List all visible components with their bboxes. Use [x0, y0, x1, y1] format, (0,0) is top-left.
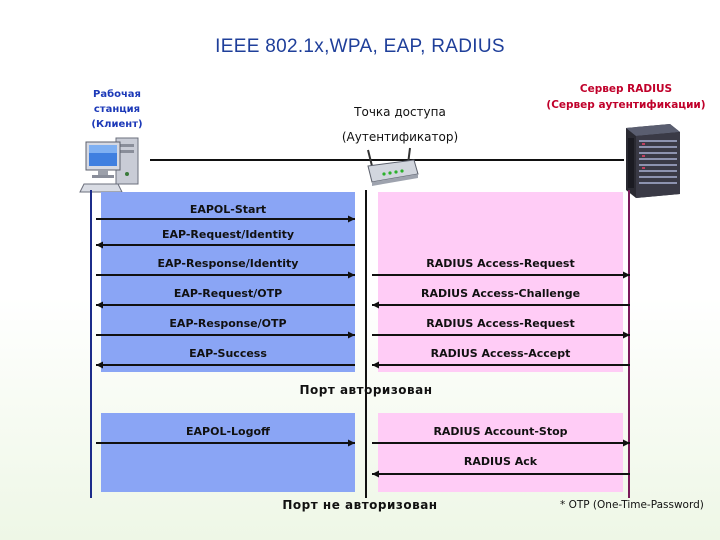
msg-radius-access-request: RADIUS Access-Request — [426, 257, 575, 270]
server-message-arrow — [372, 361, 630, 369]
access-point-label-line: (Аутентификатор) — [341, 130, 459, 144]
rack-server-icon — [626, 124, 680, 198]
client-label-line: (Клиент) — [91, 119, 143, 130]
server-exchange-panel — [378, 192, 623, 372]
page-title: IEEE 802.1x,WPA, EAP, RADIUS — [215, 36, 505, 57]
msg-radius-ack: RADIUS Ack — [463, 455, 538, 468]
client-message-arrow — [96, 241, 355, 249]
client-logoff-panel — [101, 413, 355, 492]
msg-radius-account-stop: RADIUS Account-Stop — [433, 425, 568, 438]
network-link-line — [146, 159, 624, 161]
logoff-server-arrow — [372, 439, 630, 447]
port-authorized-label: Порт авторизован — [299, 383, 433, 397]
msg-eap-success: EAP-Success — [189, 347, 267, 360]
wireless-router-icon — [367, 147, 419, 186]
msg-radius-access-challenge: RADIUS Access-Challenge — [420, 287, 581, 300]
msg-radius-access-accept: RADIUS Access-Accept — [430, 347, 571, 360]
client-message-arrow — [96, 271, 355, 279]
client-label: Рабочая станция (Клиент) — [74, 87, 160, 132]
logoff-client-arrow — [96, 439, 355, 447]
client-message-arrow — [96, 215, 355, 223]
server-label: Сервер RADIUS (Сервер аутентификации) — [536, 81, 716, 113]
msg-eap-request-identity: EAP-Request/Identity — [161, 228, 295, 241]
msg-eap-response-otp: EAP-Response/OTP — [169, 317, 287, 330]
server-label-line: (Сервер аутентификации) — [546, 99, 706, 111]
server-label-line: Сервер RADIUS — [579, 83, 673, 95]
client-lifeline — [90, 190, 92, 498]
logoff-server-arrow — [372, 470, 630, 478]
access-point-label-line: Точка доступа — [354, 105, 446, 119]
server-message-arrow — [372, 301, 630, 309]
access-point-lifeline — [365, 190, 367, 498]
msg-radius-access-request: RADIUS Access-Request — [426, 317, 575, 330]
port-unauthorized-label: Порт не авторизован — [282, 498, 438, 512]
msg-eapol-start: EAPOL-Start — [189, 203, 267, 216]
msg-eapol-logoff: EAPOL-Logoff — [186, 425, 270, 438]
access-point-label: Точка доступа (Аутентификатор) — [322, 100, 478, 150]
client-exchange-panel — [101, 192, 355, 372]
server-logoff-panel — [378, 413, 623, 492]
client-message-arrow — [96, 361, 355, 369]
client-message-arrow — [96, 301, 355, 309]
otp-footnote: * OTP (One-Time-Password) — [560, 499, 704, 511]
client-label-line: Рабочая — [93, 89, 141, 100]
server-message-arrow — [372, 331, 630, 339]
msg-eap-request-otp: EAP-Request/OTP — [173, 287, 283, 300]
client-label-line: станция — [93, 104, 141, 115]
client-message-arrow — [96, 331, 355, 339]
server-message-arrow — [372, 271, 630, 279]
server-lifeline — [628, 190, 630, 498]
msg-eap-response-identity: EAP-Response/Identity — [157, 257, 299, 270]
